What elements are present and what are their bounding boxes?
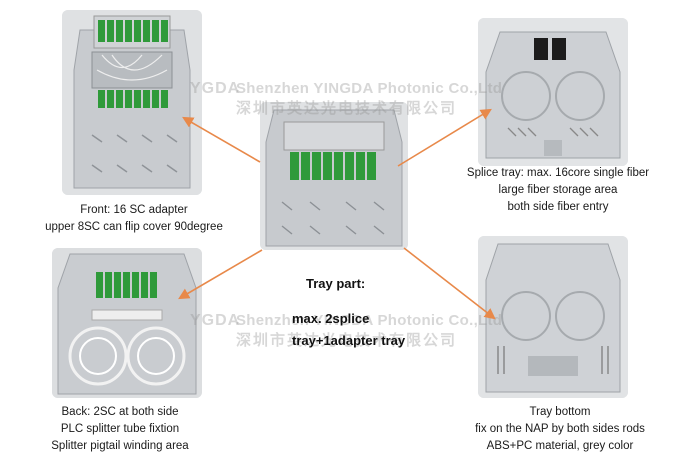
front-tray-image	[62, 10, 202, 195]
tray-bottom-photo	[478, 236, 628, 398]
splice-tray-photo	[478, 18, 628, 166]
caption-splice-line3: both side fiber entry	[507, 201, 609, 213]
tray-part-line2: tray+1adapter tray	[292, 333, 406, 348]
caption-splice-line1: Splice tray: max. 16core single fiber	[466, 167, 650, 179]
front-photo	[62, 10, 202, 195]
caption-front-line1: Front: 16 SC adapter	[80, 204, 188, 216]
caption-back: Back: 2SC at both side PLC splitter tube…	[20, 404, 220, 455]
splice-tray-image	[478, 18, 628, 166]
arrow-to-splice	[397, 108, 492, 167]
caption-splice-line2: large fiber storage area	[498, 184, 618, 196]
caption-bottom-line1: Tray bottom	[529, 406, 591, 418]
center-tray-image	[260, 102, 408, 250]
caption-front-line2: upper 8SC can flip cover 90degree	[45, 221, 223, 233]
watermark-logo-top: YGDA	[190, 80, 241, 97]
watermark-english-top: Shenzhen YINGDA Photonic Co.,Ltd	[236, 80, 503, 97]
tray-part-line1: max. 2splice	[292, 311, 370, 326]
caption-back-line2: PLC splitter tube fixtion	[60, 423, 180, 435]
center-tray-photo	[260, 102, 408, 250]
caption-front: Front: 16 SC adapter upper 8SC can flip …	[24, 202, 244, 236]
watermark-chinese-top: 深圳市英达光电技术有限公司	[236, 100, 458, 117]
caption-splice: Splice tray: max. 16core single fiber la…	[446, 165, 670, 216]
caption-back-line1: Back: 2SC at both side	[61, 406, 179, 418]
tray-bottom-image	[478, 236, 628, 398]
tray-part-description: max. 2splice tray+1adapter tray	[292, 308, 405, 352]
caption-bottom-line2: fix on the NAP by both sides rods	[475, 423, 645, 435]
watermark-logo-bottom: YGDA	[190, 312, 241, 329]
back-tray-image	[52, 248, 202, 398]
watermark-chinese-bottom: 深圳市英达光电技术有限公司	[236, 332, 458, 349]
caption-bottom: Tray bottom fix on the NAP by both sides…	[450, 404, 670, 455]
caption-back-line3: Splitter pigtail winding area	[51, 440, 189, 452]
back-photo	[52, 248, 202, 398]
caption-bottom-line3: ABS+PC material, grey color	[486, 440, 634, 452]
tray-part-title: Tray part:	[306, 276, 366, 291]
